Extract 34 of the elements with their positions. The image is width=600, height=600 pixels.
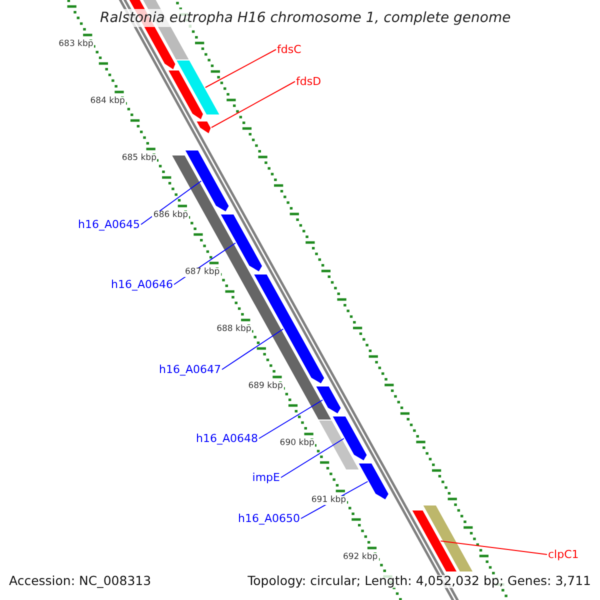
scale-label: 689 kbp — [247, 382, 284, 390]
scale-label: 687 kbp — [184, 268, 221, 276]
scale-label: 691 kbp — [310, 496, 348, 504]
scale-label: 690 kbp — [278, 439, 316, 448]
gene-bar — [195, 120, 212, 135]
leader-line — [140, 180, 202, 225]
leader-line — [280, 438, 344, 478]
leader-line — [211, 81, 296, 128]
gene-label: h16_A0647 — [159, 364, 221, 375]
gene-label: h16_A0645 — [78, 219, 140, 230]
gene-bar — [174, 60, 221, 116]
leader-line — [222, 328, 284, 370]
gene-bar — [357, 462, 390, 501]
gene-label: h16_A0646 — [111, 279, 173, 290]
gene-label: h16_A0650 — [238, 513, 300, 524]
scale-label: 685 kbp — [120, 154, 158, 162]
gene-label: fdsC — [277, 44, 302, 55]
leader-line — [204, 49, 276, 88]
footer-text: Accession: NC_008313 — [9, 575, 152, 588]
gene-label: impE — [252, 472, 280, 483]
gene-bar — [314, 386, 342, 415]
scale-label: 692 kbp — [342, 553, 379, 562]
scale-label: 686 kbp — [152, 211, 190, 220]
gene-label: h16_A0648 — [196, 433, 258, 444]
leader-line — [258, 400, 324, 439]
leader-line — [440, 540, 548, 555]
gene-bar — [410, 510, 458, 572]
scale-label: 688 kbp — [216, 325, 252, 334]
scale-label: 683 kbp — [58, 40, 94, 48]
gene-label: fdsD — [296, 76, 322, 87]
gene-bar — [219, 214, 264, 273]
gene-bar — [331, 416, 368, 462]
scale-label: 684 kbp — [89, 97, 126, 106]
gene-label: clpC1 — [548, 549, 579, 560]
